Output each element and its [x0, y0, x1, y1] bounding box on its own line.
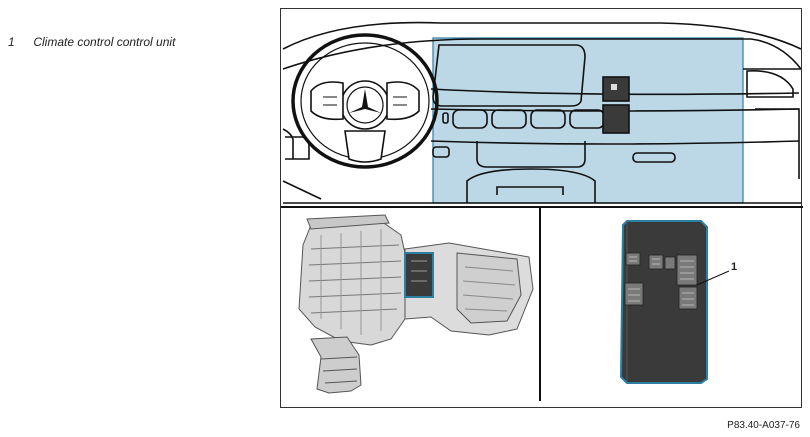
callout-label: 1 — [731, 261, 738, 273]
callout-leader-line — [696, 270, 730, 286]
diagram-frame: 1 — [280, 8, 803, 408]
hvac-module-panel — [298, 214, 534, 394]
highlight-area — [432, 37, 744, 204]
module-control-unit-highlight — [404, 252, 434, 298]
legend-item-number: 1 — [8, 35, 15, 49]
connectors — [624, 252, 698, 310]
dashboard-panel — [282, 21, 802, 204]
legend-item-text: Climate control control unit — [33, 35, 176, 49]
figure-reference-code: P83.40-A037-76 — [727, 420, 800, 431]
legend: 1 Climate control control unit — [8, 35, 175, 49]
diagram-illustration — [281, 21, 803, 401]
control-unit-panel — [619, 220, 730, 384]
